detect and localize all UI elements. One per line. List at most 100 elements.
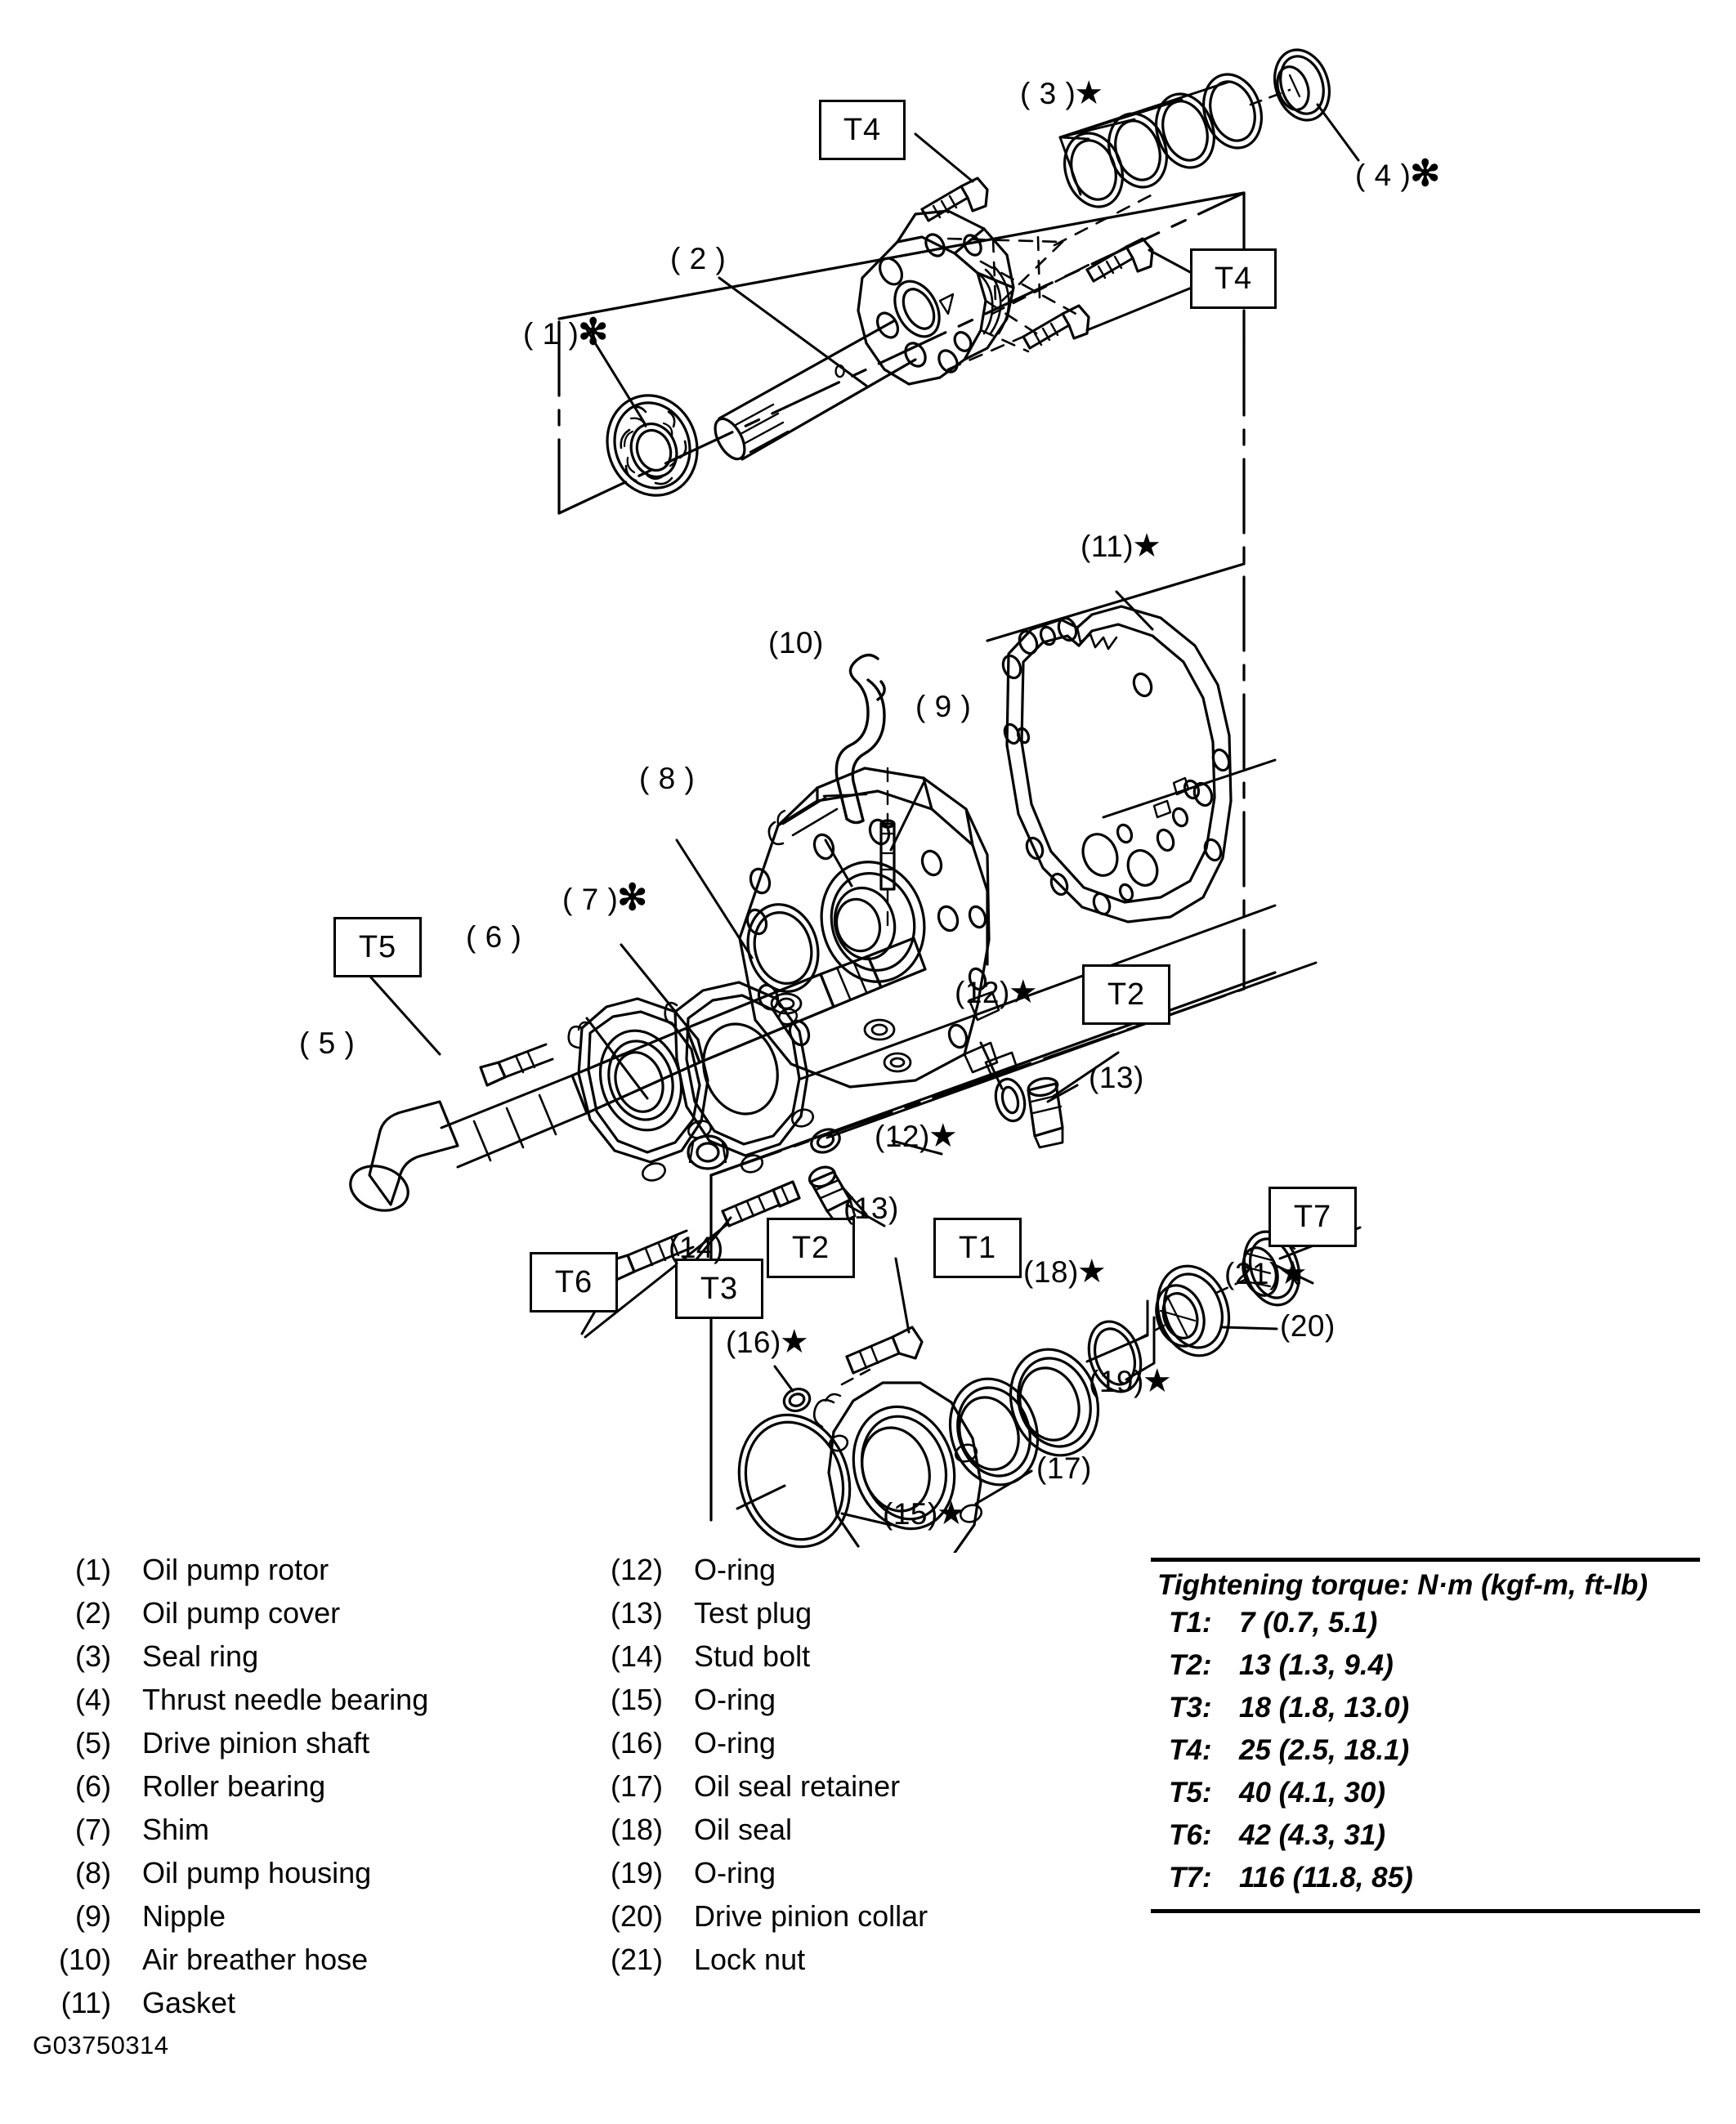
torque-box-t2-lower[interactable]: T2: [767, 1218, 855, 1278]
torque-box-label: T1: [958, 1231, 997, 1265]
leader-12b: [979, 1041, 1004, 1090]
callout-12-lower: (12)★: [875, 1118, 959, 1154]
torque-box-t7[interactable]: T7: [1268, 1187, 1357, 1247]
leader-t4-a: [914, 132, 974, 183]
leader-t1: [894, 1257, 911, 1334]
part-number: (20): [610, 1899, 663, 1933]
list-item: (17) Oil seal retainer: [584, 1769, 1124, 1813]
torque-value: 116 (11.8, 85): [1239, 1862, 1413, 1894]
leader-13b: [845, 1203, 886, 1227]
torque-box-t2-right[interactable]: T2: [1082, 964, 1170, 1025]
flange-bolt-t5: [479, 1043, 554, 1087]
diagram-linework: [349, 48, 1362, 1553]
star-icon: ★: [1076, 1254, 1107, 1290]
part-label: Shim: [142, 1813, 210, 1846]
callout-13-right: (13): [1089, 1061, 1144, 1094]
part-label: Lock nut: [694, 1943, 806, 1976]
diagonal-separator: [799, 758, 1318, 1139]
callout-9: ( 9 ): [915, 690, 972, 723]
star-icon: ★: [936, 1496, 967, 1532]
o-ring-19: [1087, 1320, 1143, 1393]
list-item: (16) O-ring: [584, 1726, 1124, 1769]
callout-18: (18)★: [1023, 1254, 1107, 1290]
section-line-lower: [709, 971, 1277, 1522]
torque-value: 18 (1.8, 13.0): [1239, 1692, 1410, 1724]
part-label: Oil pump rotor: [142, 1553, 329, 1586]
shaft-through: [698, 1005, 835, 1064]
torque-box-t6[interactable]: T6: [530, 1252, 618, 1312]
stud-nut: [687, 1134, 729, 1170]
list-item: (19) O-ring: [584, 1856, 1124, 1899]
torque-box-t4-right[interactable]: T4: [1190, 248, 1277, 309]
torque-value: 25 (2.5, 18.1): [1239, 1734, 1410, 1766]
torque-box-t5[interactable]: T5: [333, 917, 422, 977]
leader-8: [675, 838, 754, 959]
part-label: Oil pump cover: [142, 1596, 341, 1630]
leader-t4-b2: [1085, 286, 1193, 332]
torque-key: T6:: [1169, 1819, 1212, 1851]
cover-bolt-upper-right: [1085, 237, 1154, 283]
part-number: (13): [610, 1596, 663, 1630]
part-label: Drive pinion collar: [694, 1899, 928, 1933]
torque-table-title: Tightening torque: N·m (kgf-m, ft-lb): [1157, 1569, 1649, 1601]
star-icon: ★: [779, 1324, 810, 1360]
section-line-upper-solid: [557, 191, 1246, 320]
asterisk-icon: ✻: [1410, 154, 1441, 194]
leader-19: [1125, 1316, 1156, 1381]
star-icon: ★: [1074, 75, 1104, 111]
table-row: T7: 116 (11.8, 85): [1151, 1862, 1700, 1904]
callout-12-right: (12)★: [955, 974, 1039, 1010]
list-item: (3) Seal ring: [33, 1639, 572, 1683]
callout-15: (15)★: [883, 1496, 967, 1532]
gasket-part: [1001, 605, 1233, 923]
torque-key: T2:: [1169, 1649, 1212, 1681]
callout-13-lower: (13): [843, 1192, 899, 1225]
callout-20: (20): [1280, 1309, 1336, 1343]
list-item: (4) Thrust needle bearing: [33, 1683, 572, 1726]
part-label: Oil seal: [694, 1813, 793, 1846]
torque-box-t4-upper[interactable]: T4: [819, 100, 906, 160]
torque-box-t1[interactable]: T1: [933, 1218, 1022, 1278]
callout-16: (16)★: [726, 1324, 810, 1360]
part-number: (15): [610, 1683, 663, 1716]
callout-8: ( 8 ): [639, 762, 696, 795]
leader-15b: [840, 1512, 893, 1527]
roller-bearing-flange: [567, 997, 712, 1182]
thrust-needle-bearing: [1273, 48, 1331, 122]
table-row: T3: 18 (1.8, 13.0): [1151, 1692, 1700, 1734]
legend-area: (1) Oil pump rotor (2) Oil pump cover (3…: [0, 1553, 1736, 2124]
callout-6: ( 6 ): [466, 920, 522, 954]
star-icon: ★: [1132, 528, 1162, 564]
section-line-middle: [709, 340, 1246, 1177]
part-number: (5): [75, 1726, 111, 1760]
part-number: (10): [58, 1943, 111, 1976]
callout-3: ( 3 )★: [1020, 75, 1104, 111]
leader-1: [584, 325, 647, 427]
leader-7: [620, 943, 678, 1015]
leader-20: [1221, 1326, 1278, 1330]
oil-pump-cover-body: [857, 209, 1015, 386]
part-label: O-ring: [694, 1553, 776, 1586]
leader-10: [824, 838, 853, 888]
torque-box-t3[interactable]: T3: [675, 1259, 763, 1319]
table-row: T6: 42 (4.3, 31): [1151, 1819, 1700, 1862]
table-rule-bottom: [1151, 1909, 1700, 1913]
torque-key: T3:: [1169, 1692, 1212, 1724]
part-label: Air breather hose: [142, 1943, 369, 1976]
callout-4: ( 4 )✻: [1355, 154, 1441, 194]
part-label: O-ring: [694, 1726, 776, 1760]
callout-2: ( 2 ): [670, 242, 727, 275]
torque-value: 42 (4.3, 31): [1239, 1819, 1385, 1851]
table-row: T5: 40 (4.1, 30): [1151, 1777, 1700, 1819]
torque-box-label: T3: [700, 1272, 739, 1306]
cover-bolt-lower-right: [1022, 304, 1090, 350]
list-item: (18) Oil seal: [584, 1813, 1124, 1856]
leader-11: [1115, 590, 1154, 631]
callout-17: (17): [1036, 1451, 1092, 1485]
leader-12c: [891, 1139, 943, 1156]
torque-value: 40 (4.1, 30): [1239, 1777, 1385, 1809]
part-label: Oil pump housing: [142, 1856, 372, 1889]
list-item: (2) Oil pump cover: [33, 1596, 572, 1639]
shim-plate: [664, 981, 815, 1174]
list-item: (8) Oil pump housing: [33, 1856, 572, 1899]
